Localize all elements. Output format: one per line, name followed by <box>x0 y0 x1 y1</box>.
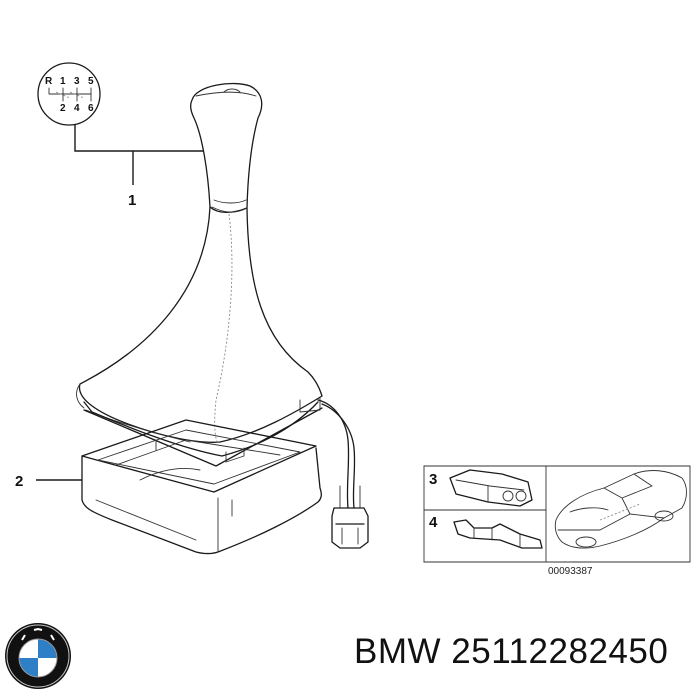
terminal-pin <box>453 519 543 549</box>
callout-part-2: 2 <box>15 473 23 490</box>
plug-housing <box>449 469 533 507</box>
car-silhouette <box>554 470 687 549</box>
shift-pattern-inset: R 1 3 5 2 4 6 <box>37 62 101 126</box>
bmw-logo-icon <box>5 623 71 689</box>
shift-label-r: R <box>45 76 53 87</box>
boot-frame <box>83 397 323 467</box>
gear-knob <box>190 82 263 214</box>
part-caption: BMW 25112282450 <box>354 632 668 672</box>
leader-line-part-1 <box>74 125 204 185</box>
callout-part-1: 1 <box>128 192 136 209</box>
shift-label-2: 2 <box>60 103 66 114</box>
wire-harness <box>317 399 361 509</box>
part-number: 25112282450 <box>451 632 669 671</box>
shift-gate-lines <box>48 87 92 102</box>
bezel-frame <box>81 419 322 555</box>
wire-connector <box>331 507 369 549</box>
callout-part-3: 3 <box>429 471 437 488</box>
shift-label-4: 4 <box>74 103 80 114</box>
reference-table <box>423 465 691 563</box>
shift-label-6: 6 <box>88 103 94 114</box>
shift-label-1: 1 <box>60 76 66 87</box>
shift-label-5: 5 <box>88 76 94 87</box>
brand-name: BMW <box>354 632 442 671</box>
callout-part-4: 4 <box>429 514 438 531</box>
shift-label-3: 3 <box>74 76 80 87</box>
shift-boot <box>76 206 323 445</box>
diagram-code: 00093387 <box>548 566 593 577</box>
